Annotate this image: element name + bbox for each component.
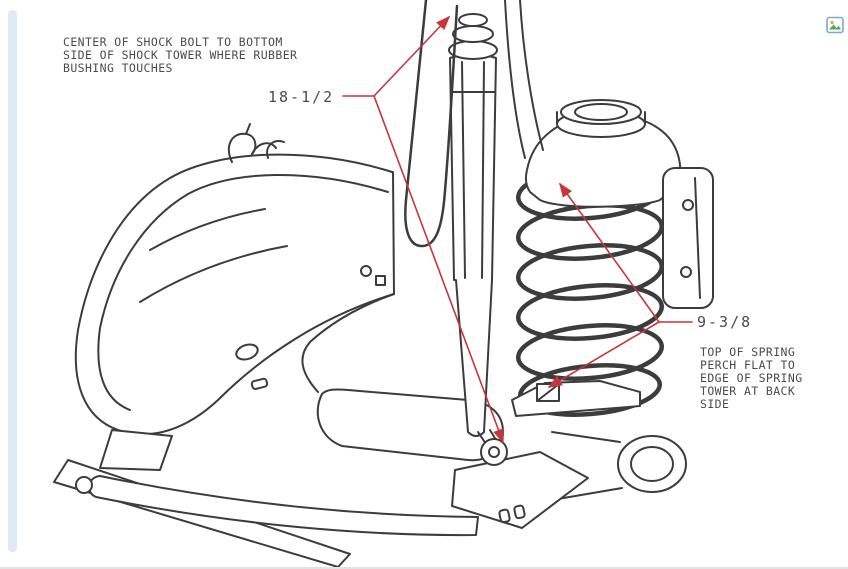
quote-accent-bar bbox=[8, 10, 17, 552]
spring-note-line-4: TOWER AT BACK bbox=[700, 384, 796, 398]
frame-rail bbox=[74, 123, 504, 471]
shock-tower-hoop bbox=[404, 0, 459, 248]
shock-note-line-3: BUSHING TOUCHES bbox=[63, 61, 173, 75]
image-icon[interactable] bbox=[826, 16, 844, 34]
spring-dimension-label: 9-3/8 bbox=[697, 313, 753, 331]
spring-measure-note: TOP OF SPRING PERCH FLAT TO EDGE OF SPRI… bbox=[700, 346, 803, 411]
trailing-arms bbox=[53, 459, 479, 567]
shock-note-line-1: CENTER OF SHOCK BOLT TO BOTTOM bbox=[63, 35, 283, 49]
dimension-leaders bbox=[342, 15, 693, 444]
spring-note-line-3: EDGE OF SPRING bbox=[700, 371, 803, 385]
axle-assembly bbox=[551, 431, 687, 501]
spring-note-line-5: SIDE bbox=[700, 397, 730, 411]
shock-note-line-2: SIDE OF SHOCK TOWER WHERE RUBBER bbox=[63, 48, 298, 62]
spring-perch bbox=[451, 380, 641, 529]
spring-note-line-1: TOP OF SPRING bbox=[700, 345, 796, 359]
shock-measure-note: CENTER OF SHOCK BOLT TO BOTTOM SIDE OF S… bbox=[63, 36, 297, 75]
shock-dimension-label: 18-1/2 bbox=[268, 88, 335, 106]
spring-note-line-2: PERCH FLAT TO bbox=[700, 358, 796, 372]
spring-tower bbox=[504, 0, 714, 309]
shock-absorber bbox=[448, 13, 508, 466]
